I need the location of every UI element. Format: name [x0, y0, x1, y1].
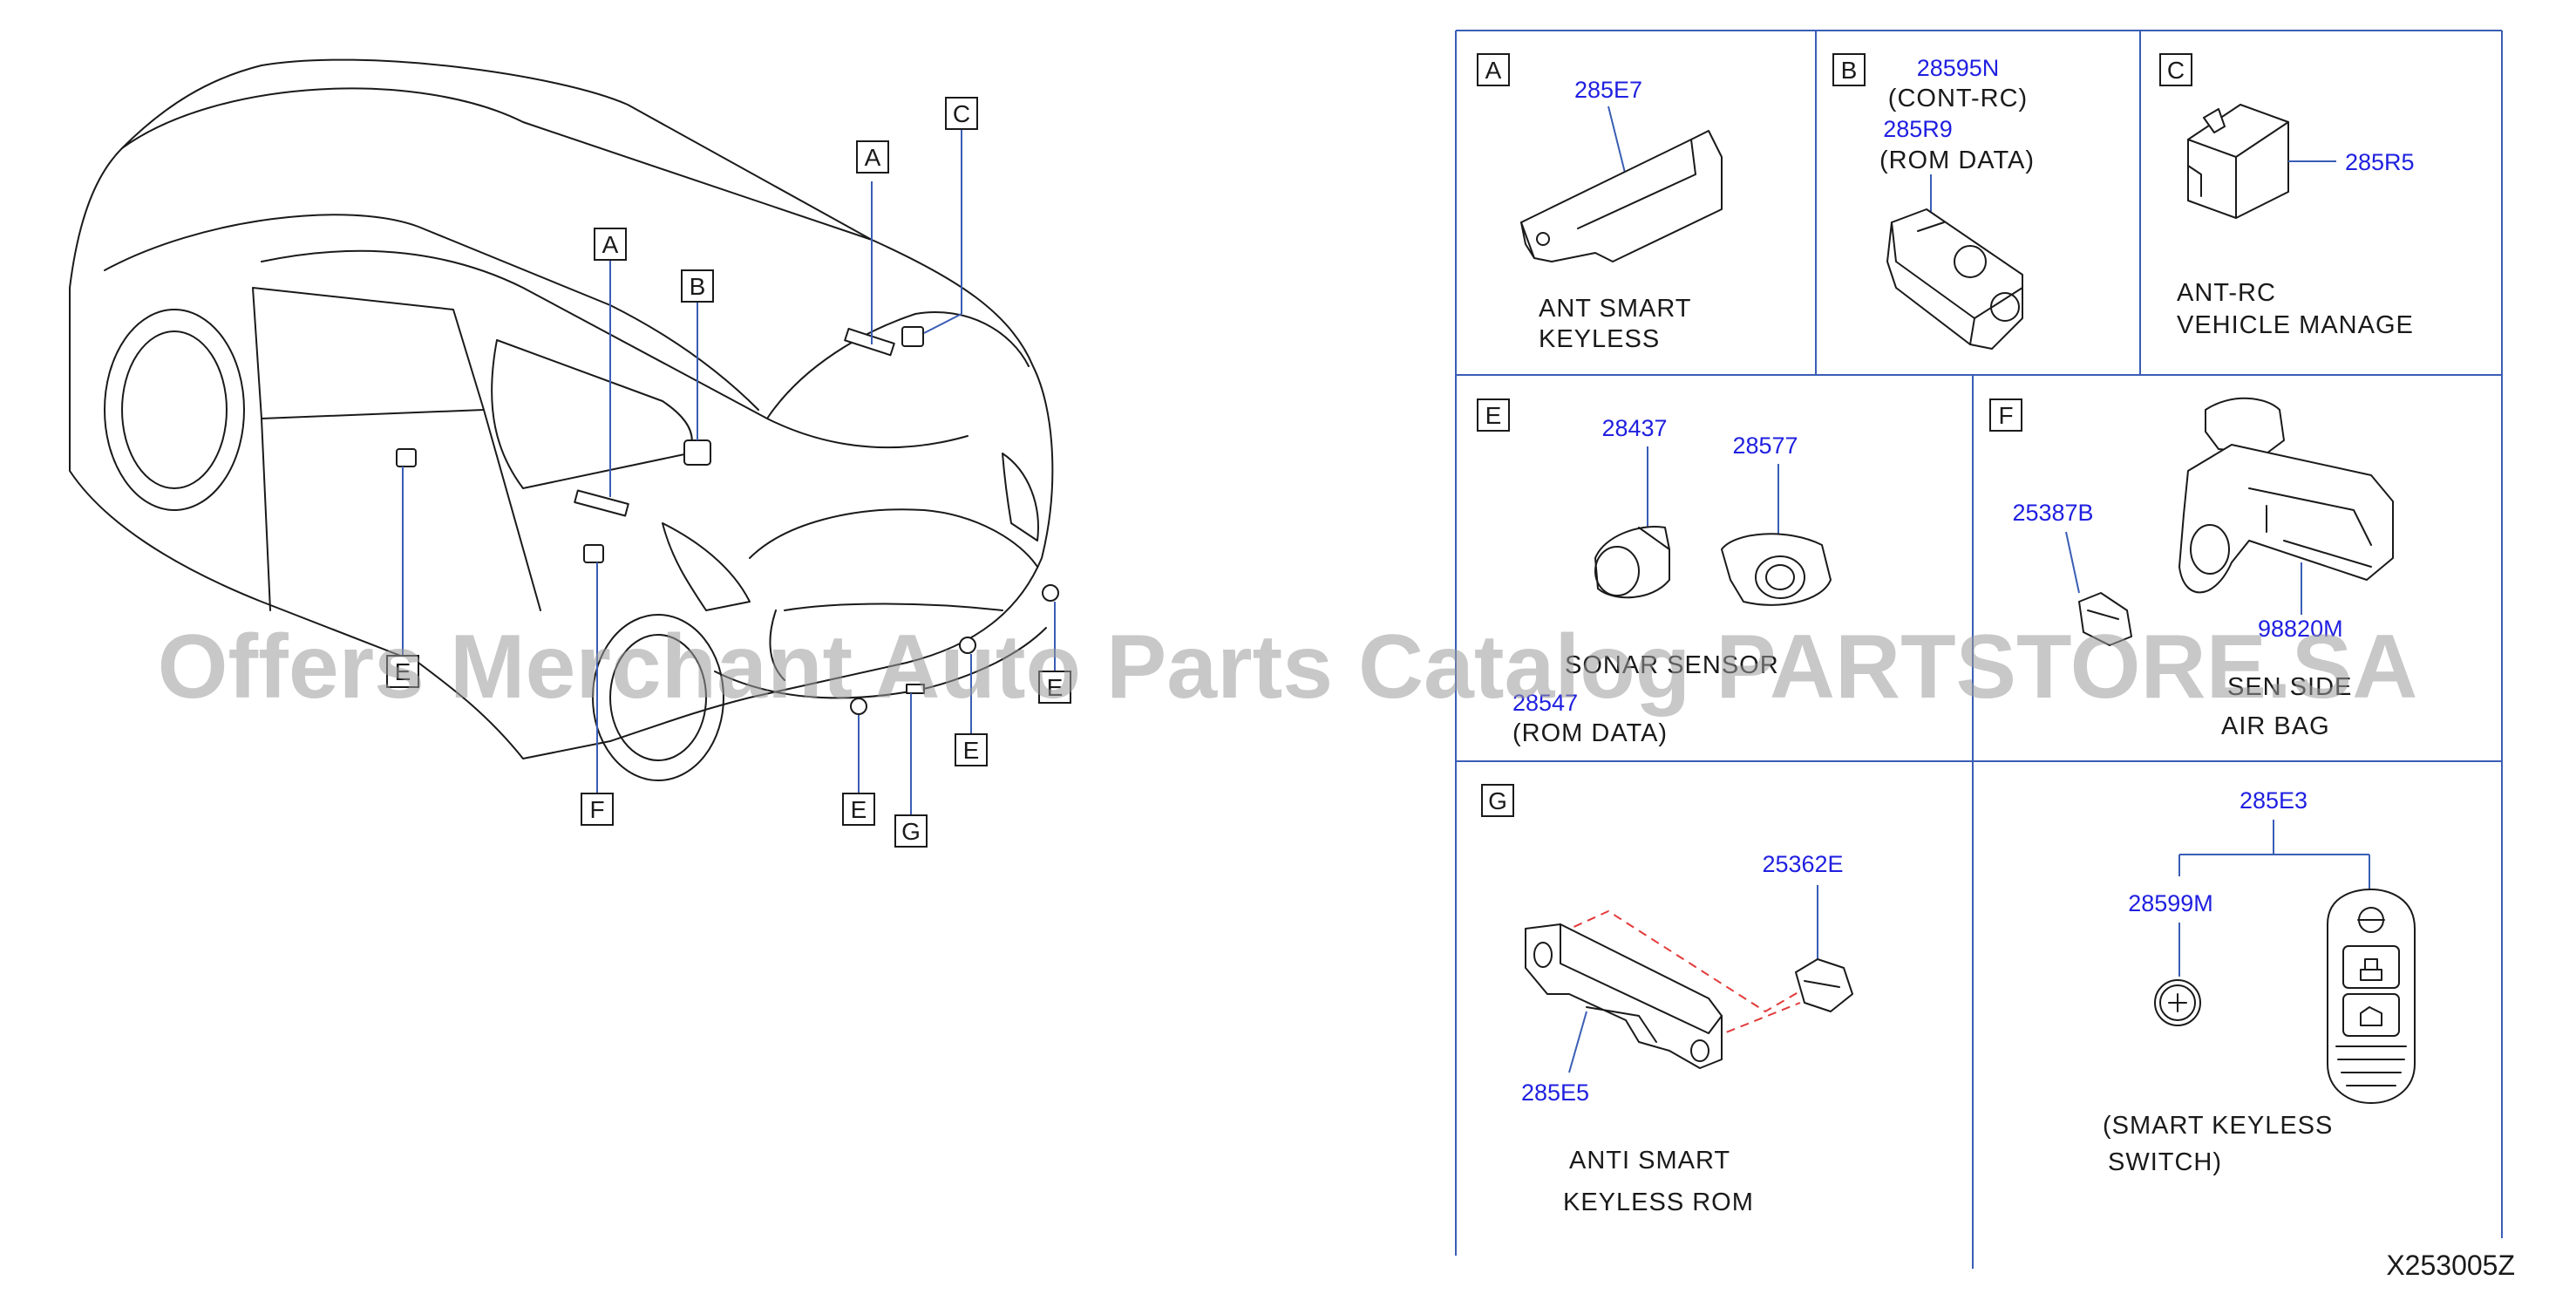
part-number-285R9[interactable]: 285R9: [1883, 116, 1953, 142]
panel-b: B 28595N (CONT-RC) 285R9 (ROM DATA): [1832, 53, 2035, 350]
antenna-smart-keyless-rom-part: [1525, 923, 1723, 1069]
panel-c-label-line1: ANT-RC: [2177, 279, 2276, 307]
panel-c: C 285R5 ANT-RC VEHICLE MANAGE: [2159, 53, 2415, 339]
car-callout-a-upper[interactable]: A: [856, 140, 889, 174]
panel-c-key: C: [2167, 57, 2185, 84]
panel-smart-keyless-switch: 285E3 28599M (SMART KEYLESS SWITCH): [2103, 787, 2416, 1176]
car-callout-f[interactable]: F: [581, 793, 614, 826]
panel-f-label-line1: SEN SIDE: [2227, 673, 2352, 701]
panel-a-label-line2: KEYLESS: [1539, 325, 1660, 353]
watermark: Offers Merchant Auto Parts Catalog PARTS…: [158, 616, 2418, 718]
panel-h-label-line1: (SMART KEYLESS: [2103, 1112, 2333, 1140]
svg-text:B: B: [690, 273, 706, 300]
car-callout-e-left[interactable]: E: [386, 655, 419, 688]
smart-key-fob-part: [2327, 889, 2416, 1104]
panel-grid: [1455, 30, 2503, 1269]
part-number-285E7[interactable]: 285E7: [1574, 77, 1642, 103]
car-callout-e-bottom[interactable]: E: [842, 793, 875, 826]
panel-g-label-line2: KEYLESS ROM: [1563, 1188, 1754, 1216]
part-number-28547[interactable]: 28547: [1512, 690, 1578, 716]
part-number-285E5[interactable]: 285E5: [1521, 1079, 1589, 1106]
panel-g: G 25362E 285E5 ANTI SMART KEYLESS ROM: [1481, 784, 1853, 1216]
car-callout-a-lower[interactable]: A: [594, 228, 627, 261]
part-number-28577[interactable]: 28577: [1732, 432, 1798, 459]
part-number-25362E[interactable]: 25362E: [1762, 851, 1843, 877]
panel-a-label-line1: ANT SMART: [1539, 295, 1692, 323]
panel-g-label-line1: ANTI SMART: [1569, 1147, 1730, 1175]
panel-e-key: E: [1485, 402, 1502, 429]
panel-b-key: B: [1841, 57, 1858, 84]
part-number-285E3[interactable]: 285E3: [2240, 787, 2308, 814]
grommet-part: [1795, 958, 1853, 1012]
panel-c-label-line2: VEHICLE MANAGE: [2177, 311, 2414, 339]
diagram-code: X253005Z: [2386, 1250, 2515, 1281]
car-callout-e-rear[interactable]: E: [955, 733, 988, 766]
panel-e: E 28437 28577 SONAR SENSOR 28547 (ROM DA…: [1477, 398, 1832, 747]
part-number-98820M[interactable]: 98820M: [2258, 616, 2343, 642]
panel-b-note-1: (CONT-RC): [1888, 85, 2028, 112]
car-callout-c[interactable]: C: [945, 97, 978, 130]
panel-f-key: F: [1998, 402, 2013, 429]
panel-e-label-line2: (ROM DATA): [1512, 719, 1668, 747]
svg-text:E: E: [851, 796, 867, 823]
svg-text:E: E: [1047, 674, 1064, 701]
part-number-28595N[interactable]: 28595N: [1917, 55, 2000, 81]
sonar-sensor-part: [1594, 526, 1670, 599]
part-number-25387B[interactable]: 25387B: [2012, 500, 2093, 526]
panel-h-label-line2: SWITCH): [2108, 1148, 2222, 1176]
control-rc-module-part: [1886, 208, 2023, 350]
part-number-285R5[interactable]: 285R5: [2345, 149, 2415, 175]
side-airbag-sensor-part: [2178, 397, 2394, 594]
vehicle-illustration: [69, 58, 1059, 781]
antenna-rc-vehicle-manage-part: [2187, 104, 2289, 219]
svg-text:E: E: [963, 737, 980, 764]
panel-f: F 25387B 98820M SEN SIDE AIR BAG: [1989, 397, 2394, 740]
panel-a-key-box: [1477, 53, 1510, 86]
panel-a-key: A: [1485, 57, 1502, 84]
panel-b-note-2: (ROM DATA): [1879, 146, 2035, 174]
battery-cell-part: [2154, 979, 2201, 1026]
car-callout-g[interactable]: G: [894, 814, 928, 848]
car-callout-e-right[interactable]: E: [1038, 671, 1071, 704]
sonar-sensor-holder-part: [1721, 533, 1832, 606]
antenna-smart-keyless-part: [1520, 130, 1723, 262]
panel-a: A 285E7 ANT SMART KEYLESS: [1477, 53, 1723, 353]
clip-part: [2078, 592, 2132, 646]
part-number-28437[interactable]: 28437: [1601, 415, 1667, 441]
svg-text:A: A: [602, 231, 619, 258]
svg-text:C: C: [953, 100, 970, 127]
svg-text:G: G: [901, 818, 921, 845]
panel-g-key: G: [1488, 787, 1507, 814]
svg-text:A: A: [865, 144, 881, 171]
panel-e-label-line1: SONAR SENSOR: [1565, 651, 1779, 679]
svg-text:F: F: [589, 796, 604, 823]
svg-text:E: E: [395, 658, 411, 685]
callout-leaders: [402, 128, 1056, 815]
car-callout-b[interactable]: B: [681, 269, 714, 303]
part-number-28599M[interactable]: 28599M: [2128, 890, 2213, 916]
panel-f-label-line2: AIR BAG: [2221, 712, 2330, 740]
